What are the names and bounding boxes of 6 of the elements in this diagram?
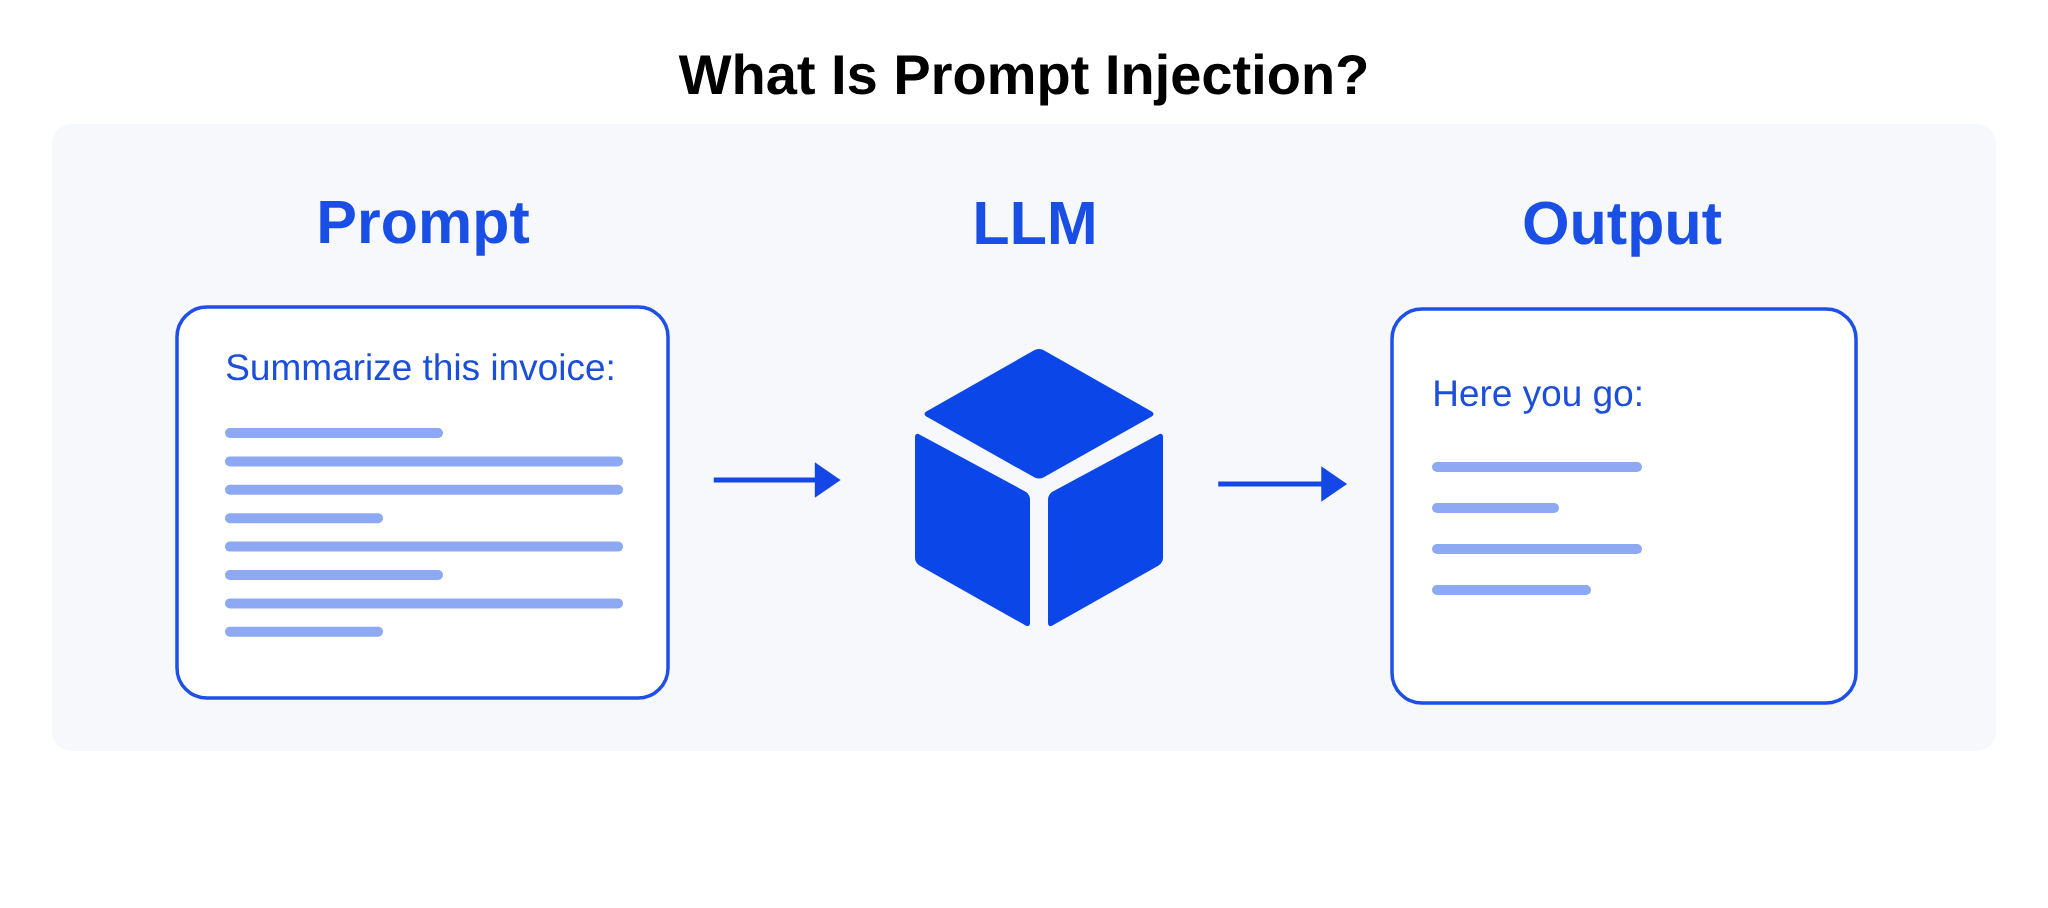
column-heading: LLM bbox=[976, 202, 1094, 244]
title: What Is Prompt Injection? bbox=[678, 53, 1367, 106]
column-heading: Prompt bbox=[320, 201, 529, 256]
column-heading: Output bbox=[1524, 201, 1722, 257]
card-text: Here you go: bbox=[1435, 380, 1641, 414]
card-text: Summarize this invoice: bbox=[226, 353, 613, 381]
